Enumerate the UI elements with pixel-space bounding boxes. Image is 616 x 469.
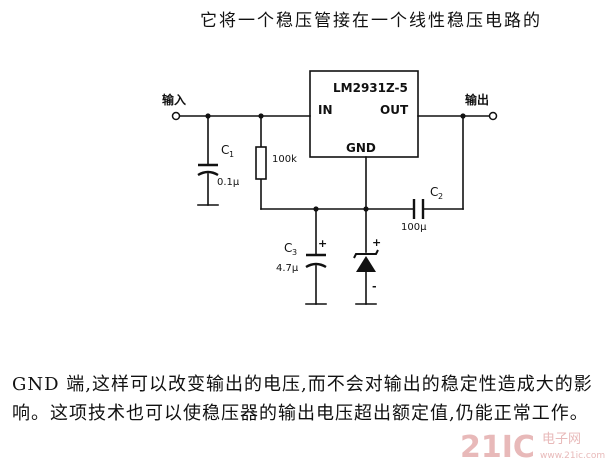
c3-value-label: 4.7μ (276, 263, 299, 274)
circuit-diagram: LM2931Z-5 IN OUT GND 输入 输出 C 1 0.1μ 100k… (162, 70, 498, 305)
c2-name-label: C (430, 185, 438, 199)
zener-cathode-bar (353, 249, 379, 259)
junction-dot (258, 113, 264, 119)
junction-dot (313, 206, 319, 212)
zener-diode (356, 256, 376, 272)
c3-name-label: C (284, 241, 292, 255)
zener-plus-label: + (372, 236, 381, 249)
input-terminal (171, 111, 181, 121)
page-title: 它将一个稳压管接在一个线性稳压电路的 (200, 11, 542, 31)
ic-pin-gnd-label: GND (346, 141, 376, 155)
output-label: 输出 (465, 92, 489, 107)
junction-dot (205, 113, 211, 119)
watermark-logo: 21IC 电子网 www.21ic.com (460, 430, 605, 465)
c2-sub-label: 2 (438, 192, 443, 201)
c1-name-label: C (221, 143, 229, 157)
resistor-r1 (255, 146, 267, 180)
c2-value-label: 100μ (401, 222, 427, 233)
c1-value-label: 0.1μ (217, 177, 240, 188)
ic-pin-in-label: IN (318, 103, 333, 117)
body-paragraph: GND 端,这样可以改变输出的电压,而不会对输出的稳定性造成大的影响。这项技术也… (12, 374, 593, 424)
input-label: 输入 (162, 92, 186, 107)
ic-box (309, 70, 419, 158)
zener-minus-label: - (372, 280, 377, 293)
c3-plus-label: + (318, 237, 327, 250)
c3-sub-label: 3 (292, 248, 297, 257)
ic-pin-out-label: OUT (380, 103, 409, 117)
r1-value-label: 100k (272, 154, 297, 165)
output-terminal (488, 111, 498, 121)
junction-dot (363, 206, 369, 212)
c3-plate-bottom (305, 262, 327, 269)
ic-part-label: LM2931Z-5 (333, 81, 408, 95)
junction-dot (460, 113, 466, 119)
c1-plate-bottom (197, 170, 219, 177)
c1-sub-label: 1 (229, 150, 234, 159)
watermark-cn: 电子网 (542, 432, 581, 447)
watermark-brand: 21IC (460, 430, 535, 465)
watermark-url: www.21ic.com (540, 451, 605, 461)
